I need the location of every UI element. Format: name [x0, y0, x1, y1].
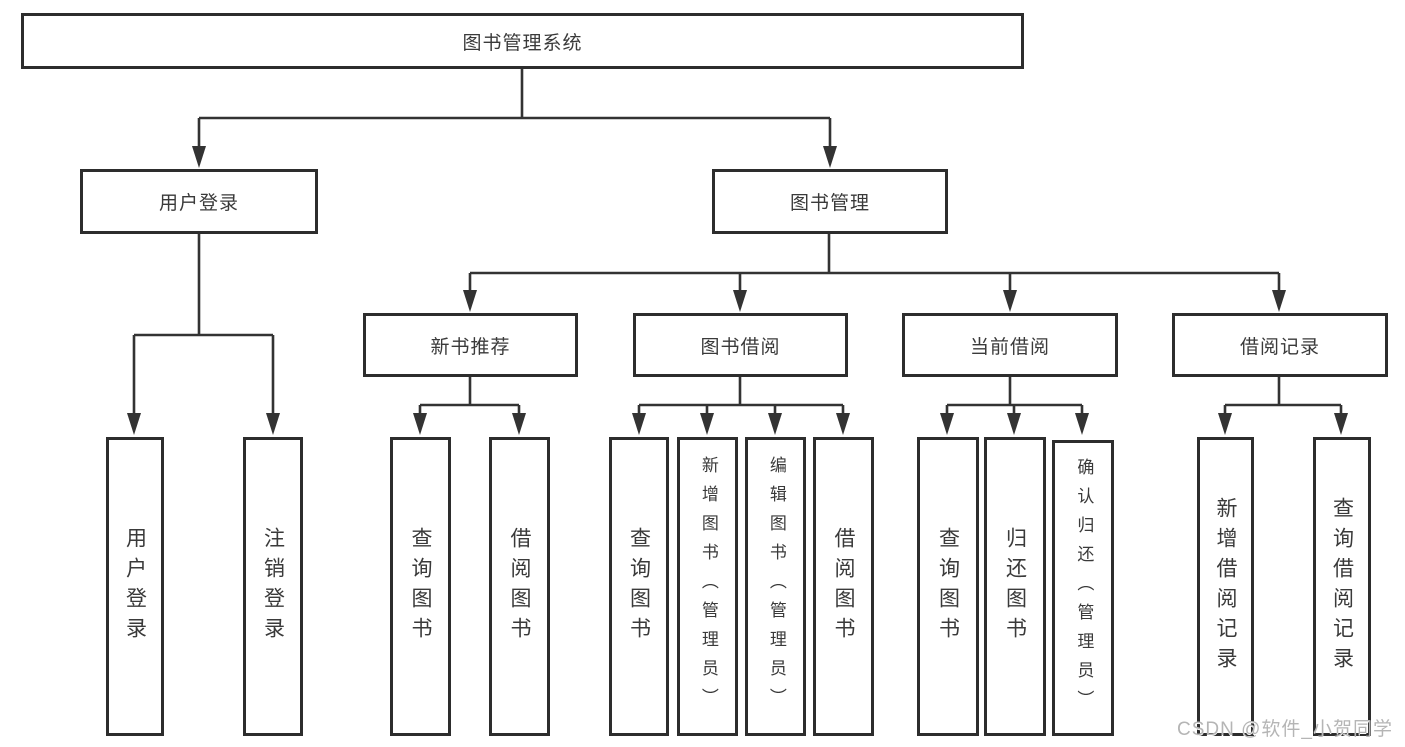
leaf-query-books-current: 查询图书	[917, 437, 979, 736]
leaf-query-books-recommend: 查询图书	[390, 437, 451, 736]
leaf-label: 查询图书	[936, 526, 960, 647]
node-current-borrowing: 当前借阅	[902, 313, 1118, 377]
leaf-edit-books-admin: 编辑图书（管理员）	[745, 437, 806, 736]
leaf-label: 注销登录	[261, 526, 285, 647]
leaf-label: 编辑图书（管理员）	[766, 456, 786, 717]
leaf-user-login: 用户登录	[106, 437, 164, 736]
leaf-borrow-books-recommend: 借阅图书	[489, 437, 550, 736]
node-new-book-recommend: 新书推荐	[363, 313, 578, 377]
leaf-return-books: 归还图书	[984, 437, 1046, 736]
csdn-watermark: CSDN @软件_小贺同学	[1177, 719, 1393, 740]
leaf-query-borrow-record: 查询借阅记录	[1313, 437, 1371, 736]
node-borrow-records: 借阅记录	[1172, 313, 1388, 377]
leaf-query-books-borrowing: 查询图书	[609, 437, 669, 736]
node-user-login: 用户登录	[80, 169, 318, 234]
leaf-label: 查询图书	[409, 526, 433, 647]
leaf-label: 用户登录	[123, 526, 147, 647]
leaf-confirm-return-admin: 确认归还（管理员）	[1052, 440, 1114, 736]
leaf-borrow-books: 借阅图书	[813, 437, 874, 736]
node-book-management: 图书管理	[712, 169, 948, 234]
leaf-label: 归还图书	[1003, 526, 1027, 647]
leaf-add-books-admin: 新增图书（管理员）	[677, 437, 738, 736]
node-book-borrowing: 图书借阅	[633, 313, 848, 377]
arrowheads	[127, 146, 1348, 435]
leaf-label: 借阅图书	[508, 526, 532, 647]
leaf-label: 确认归还（管理员）	[1074, 457, 1094, 719]
leaf-label: 新增图书（管理员）	[698, 456, 718, 717]
node-library-management-system: 图书管理系统	[21, 13, 1024, 69]
leaf-label: 新增借阅记录	[1214, 496, 1238, 677]
leaf-add-borrow-record: 新增借阅记录	[1197, 437, 1254, 736]
leaf-label: 借阅图书	[832, 526, 856, 647]
leaf-label: 查询图书	[627, 526, 651, 647]
leaf-label: 查询借阅记录	[1330, 496, 1354, 677]
leaf-logout: 注销登录	[243, 437, 303, 736]
